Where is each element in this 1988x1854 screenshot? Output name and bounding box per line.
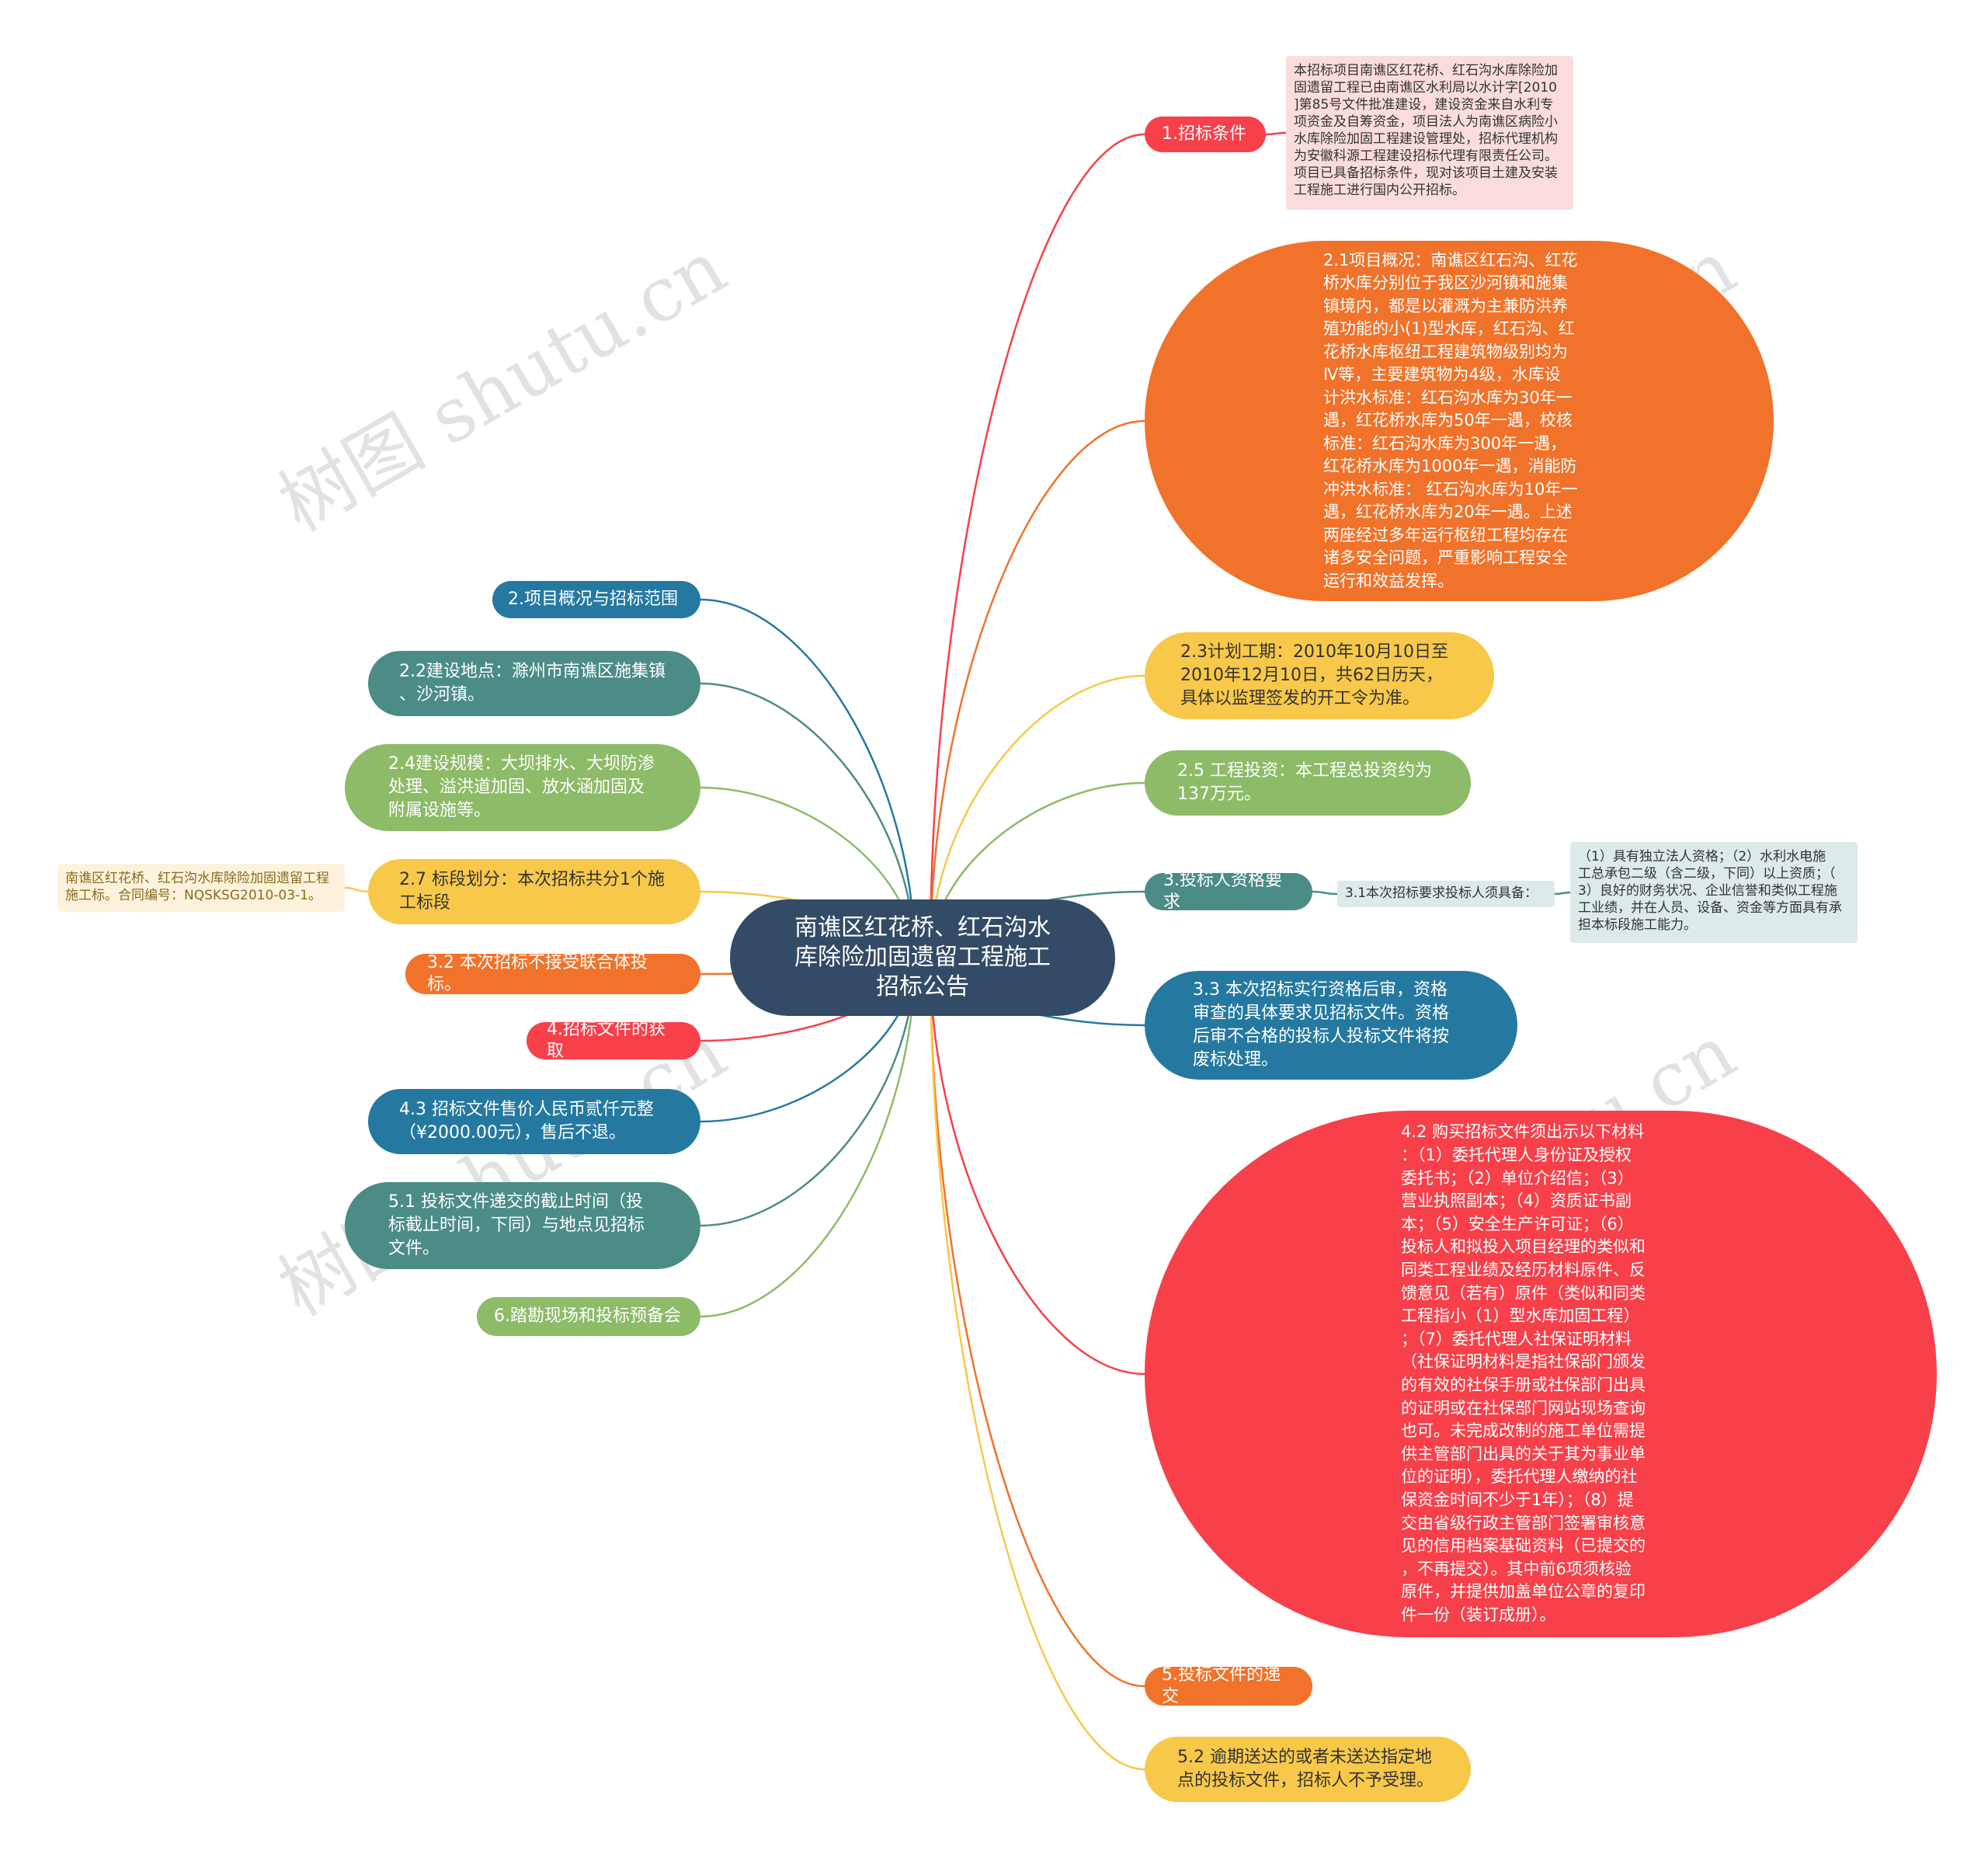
node-submission-deadline[interactable]: 5.1 投标文件递交的截止时间（投 标截止时间，下同）与地点见招标 文件。 [345, 1182, 700, 1269]
connector-note-qualification-details [1554, 891, 1571, 896]
connector-right-8 [929, 957, 1145, 1771]
connector-right-1 [929, 419, 1145, 958]
node-bidding-conditions[interactable]: 1.招标条件 [1145, 117, 1266, 152]
node-label: 2.5 工程投资：本工程总投资约为 137万元。 [1177, 761, 1432, 804]
node-label: 1.招标条件 [1162, 124, 1246, 144]
node-label: 2.3计划工期：2010年10月10日至 2010年12月10日，共62日历天，… [1180, 642, 1448, 708]
note-contract-number: 南谯区红花桥、红石沟水库除险加固遗留工程 施工标。合同编号：NQSKSG2010… [57, 864, 345, 912]
node-bidder-qualifications[interactable]: 3.投标人资格要求 [1145, 871, 1312, 912]
note-qualification-intro: 3.1本次招标要求投标人须具备： [1337, 881, 1555, 907]
connector-left-8 [700, 957, 916, 1318]
node-obtain-documents[interactable]: 4.招标文件的获取 [527, 1020, 700, 1061]
node-submit-documents[interactable]: 5.投标文件的递交 [1145, 1665, 1312, 1706]
connector-right-7 [929, 957, 1145, 1688]
node-site-visit[interactable]: 6.踏勘现场和投标预备会 [477, 1297, 700, 1336]
node-post-qualification[interactable]: 3.3 本次招标实行资格后审，资格 审查的具体要求见招标文件。资格 后审不合格的… [1145, 971, 1517, 1080]
node-label: 3.投标人资格要求 [1163, 871, 1282, 912]
node-construction-scale[interactable]: 2.4建设规模：大坝排水、大坝防渗 处理、溢洪道加固、放水涵加固及 附属设施等。 [345, 744, 700, 831]
note-label: （1）具有独立法人资格；（2）水利水电施 工总承包二级（含二级，下同）以上资质；… [1578, 849, 1842, 933]
node-bid-section[interactable]: 2.7 标段划分：本次招标共分1个施 工标段 [368, 859, 700, 924]
node-late-submission[interactable]: 5.2 逾期送达的或者未送达指定地 点的投标文件，招标人不予受理。 [1145, 1737, 1471, 1802]
node-document-price[interactable]: 4.3 招标文件售价人民币贰仟元整 （¥2000.00元），售后不退。 [368, 1089, 700, 1154]
node-purchase-requirements[interactable]: 4.2 购买招标文件须出示以下材料 ：（1）委托代理人身份证及授权 委托书；（2… [1145, 1111, 1937, 1637]
node-label: 2.4建设规模：大坝排水、大坝防渗 处理、溢洪道加固、放水涵加固及 附属设施等。 [388, 754, 655, 820]
root-node[interactable]: 南谯区红花桥、红石沟水 库除险加固遗留工程施工 招标公告 [730, 899, 1115, 1016]
node-label: 5.1 投标文件递交的截止时间（投 标截止时间，下同）与地点见招标 文件。 [388, 1192, 645, 1258]
connector-right-6 [929, 957, 1145, 1376]
watermark: 树图 shutu.cn [265, 224, 740, 549]
node-label: 4.招标文件的获取 [547, 1020, 666, 1061]
node-label: 5.2 逾期送达的或者未送达指定地 点的投标文件，招标人不予受理。 [1177, 1748, 1434, 1790]
note-label: 3.1本次招标要求投标人须具备： [1345, 885, 1538, 901]
connector-note-qualification [1312, 890, 1338, 896]
node-label: 4.3 招标文件售价人民币贰仟元整 （¥2000.00元），售后不退。 [399, 1100, 654, 1143]
node-label: 2.7 标段划分：本次招标共分1个施 工标段 [399, 870, 665, 913]
note-label: 本招标项目南谯区红花桥、红石沟水库除险加 固遗留工程已由南谯区水利局以水计字[2… [1294, 63, 1558, 198]
connector-right-0 [929, 133, 1145, 958]
connector-left-0 [700, 598, 916, 958]
node-label: 6.踏勘现场和投标预备会 [494, 1306, 681, 1326]
node-construction-period[interactable]: 2.3计划工期：2010年10月10日至 2010年12月10日，共62日历天，… [1145, 632, 1494, 719]
node-label: 3.2 本次招标不接受联合体投标。 [427, 953, 648, 994]
node-label: 5.投标文件的递交 [1162, 1665, 1281, 1706]
node-project-overview[interactable]: 2.项目概况与招标范围 [492, 581, 700, 618]
connector-note-contract [344, 886, 369, 893]
node-label: 4.2 购买招标文件须出示以下材料 ：（1）委托代理人身份证及授权 委托书；（2… [1401, 1122, 1646, 1624]
node-investment[interactable]: 2.5 工程投资：本工程总投资约为 137万元。 [1145, 750, 1471, 816]
note-label: 南谯区红花桥、红石沟水库除险加固遗留工程 施工标。合同编号：NQSKSG2010… [65, 871, 329, 903]
node-label: 2.项目概况与招标范围 [508, 590, 678, 609]
note-qualification-details: （1）具有独立法人资格；（2）水利水电施 工总承包二级（含二级，下同）以上资质；… [1570, 842, 1858, 943]
connector-note-conditions [1265, 131, 1287, 136]
node-project-summary[interactable]: 2.1项目概况：南谯区红石沟、红花 桥水库分别位于我区沙河镇和施集 镇境内，都是… [1145, 241, 1774, 601]
node-label: 3.3 本次招标实行资格后审，资格 审查的具体要求见招标文件。资格 后审不合格的… [1193, 980, 1450, 1070]
root-node-label: 南谯区红花桥、红石沟水 库除险加固遗留工程施工 招标公告 [794, 914, 1051, 1000]
note-bidding-conditions: 本招标项目南谯区红花桥、红石沟水库除险加 固遗留工程已由南谯区水利局以水计字[2… [1286, 56, 1573, 210]
connector-right-2 [929, 674, 1145, 958]
node-construction-site[interactable]: 2.2建设地点：滁州市南谯区施集镇 、沙河镇。 [368, 651, 700, 716]
node-label: 2.2建设地点：滁州市南谯区施集镇 、沙河镇。 [399, 662, 666, 704]
node-no-consortium[interactable]: 3.2 本次招标不接受联合体投标。 [405, 953, 700, 994]
node-label: 2.1项目概况：南谯区红石沟、红花 桥水库分别位于我区沙河镇和施集 镇境内，都是… [1323, 250, 1578, 590]
